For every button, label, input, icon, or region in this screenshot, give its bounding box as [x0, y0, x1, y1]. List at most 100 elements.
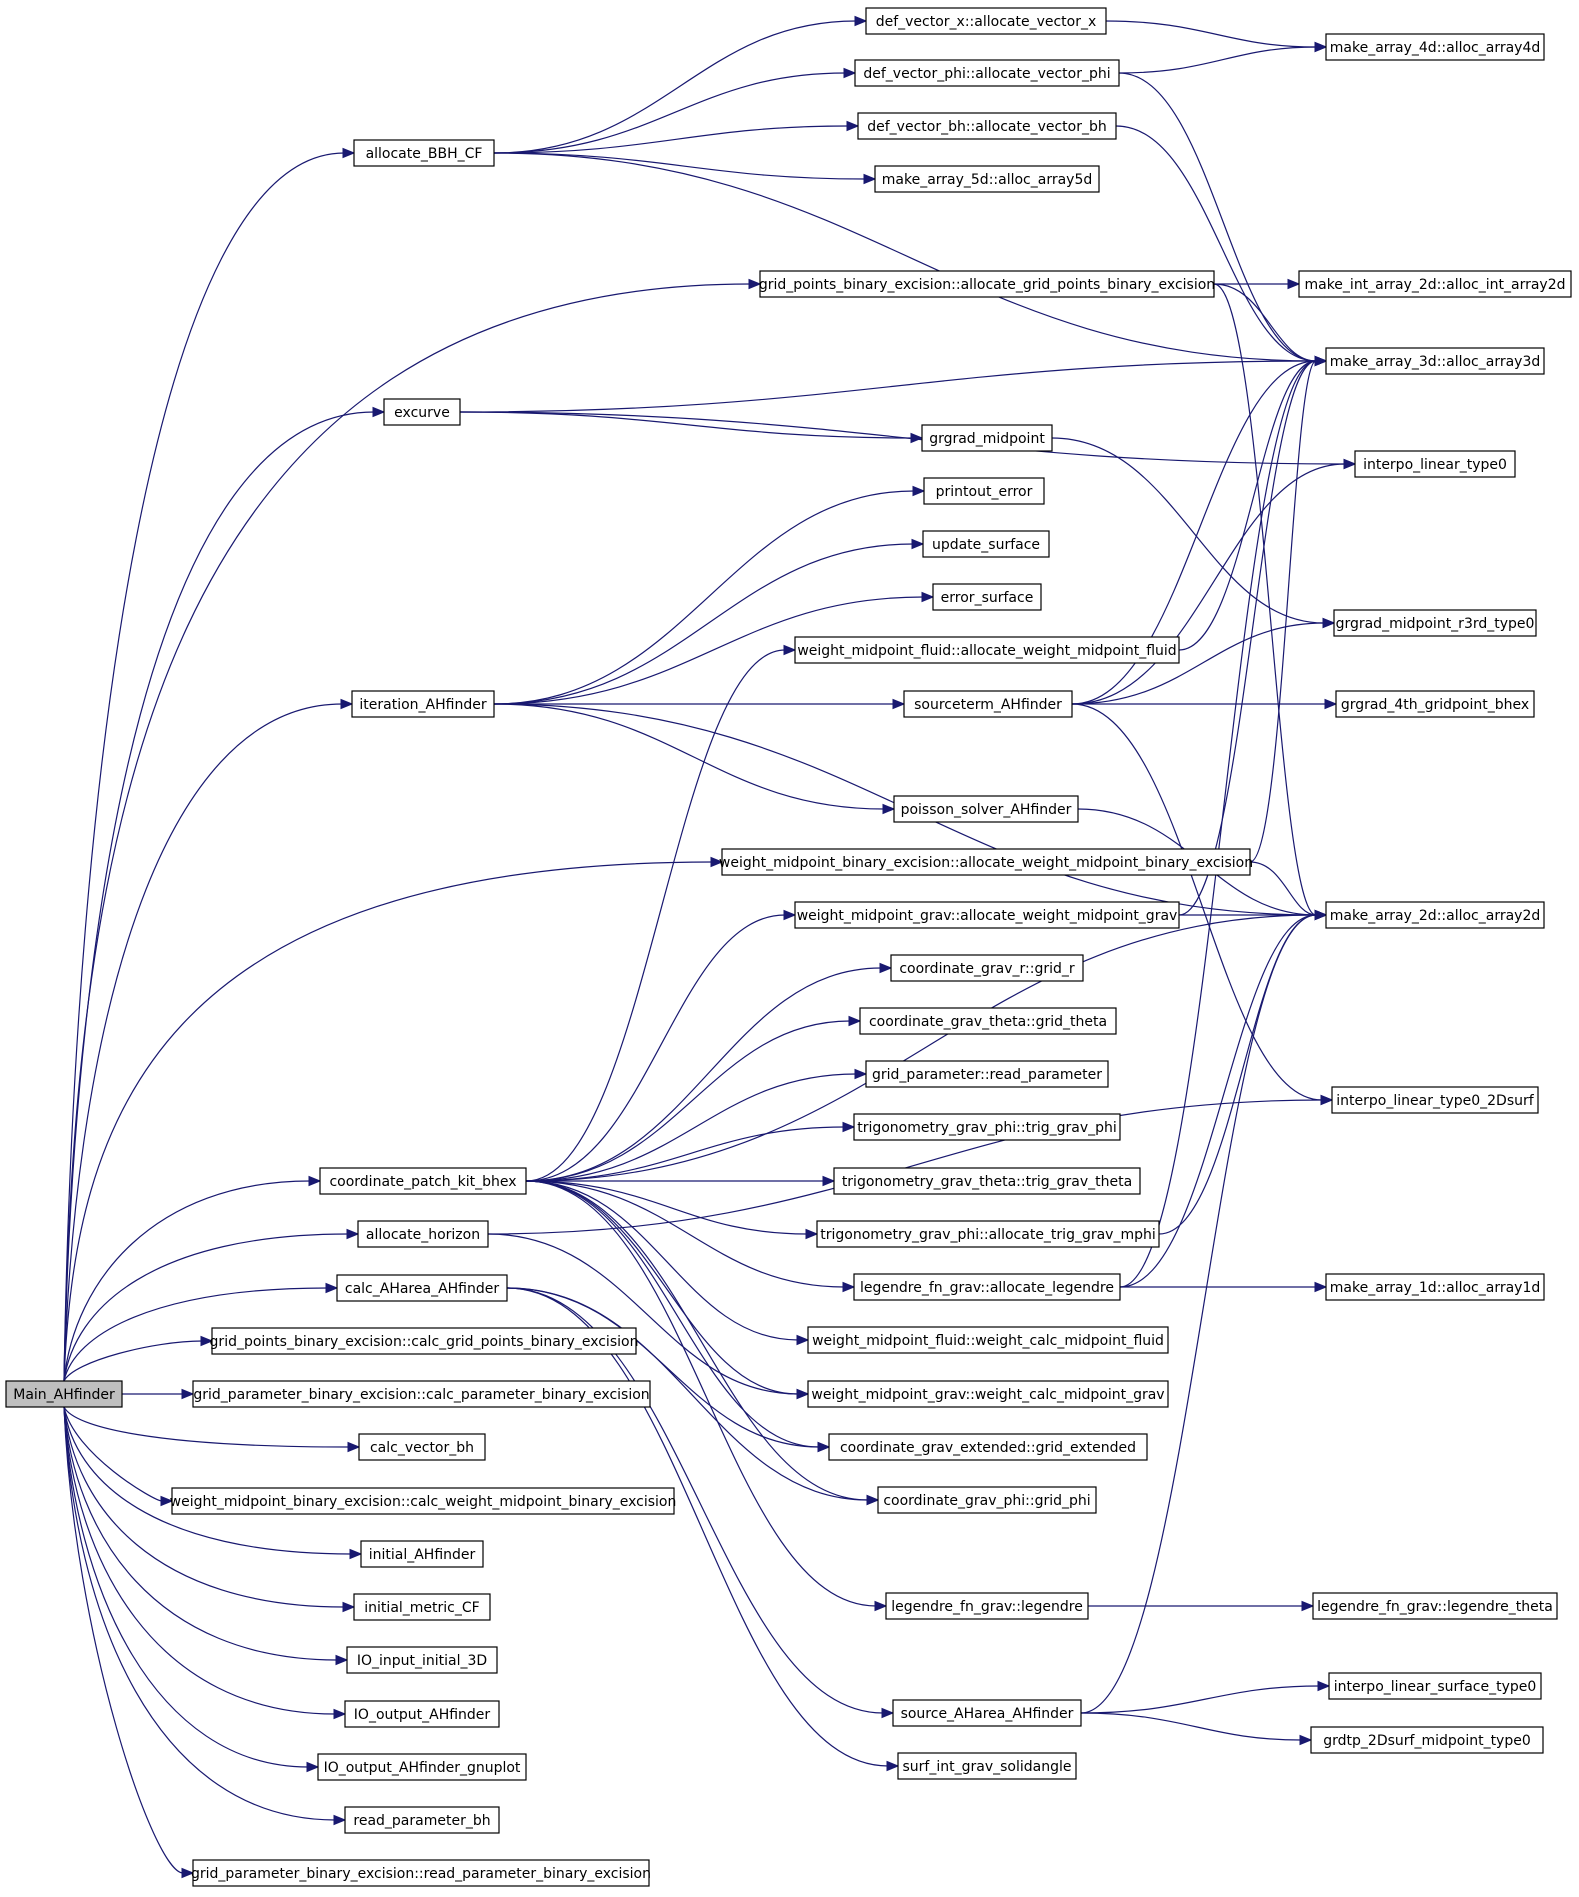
- call-edge-arrowhead: [805, 1228, 819, 1240]
- function-node-label: def_vector_phi::allocate_vector_phi: [863, 66, 1110, 82]
- function-node[interactable]: grid_parameter::read_parameter: [865, 1060, 1109, 1088]
- call-edge: [1249, 861, 1317, 916]
- function-node-label: IO_output_AHfinder_gnuplot: [324, 1760, 521, 1776]
- function-node-label: grdtp_2Dsurf_midpoint_type0: [1323, 1733, 1531, 1749]
- function-node[interactable]: grid_parameter_binary_excision::calc_par…: [192, 1380, 651, 1408]
- function-node[interactable]: weight_midpoint_grav::weight_calc_midpoi…: [807, 1380, 1169, 1408]
- function-node[interactable]: IO_output_AHfinder: [344, 1700, 500, 1728]
- function-node[interactable]: def_vector_bh::allocate_vector_bh: [857, 112, 1117, 140]
- function-node[interactable]: initial_metric_CF: [353, 1593, 491, 1621]
- function-node[interactable]: coordinate_grav_phi::grid_phi: [877, 1486, 1097, 1514]
- function-node[interactable]: make_array_2d::alloc_array2d: [1325, 901, 1545, 929]
- function-node[interactable]: allocate_BBH_CF: [353, 139, 495, 167]
- function-node[interactable]: read_parameter_bh: [344, 1806, 500, 1834]
- function-node[interactable]: grgrad_4th_gridpoint_bhex: [1335, 690, 1535, 718]
- function-node-label: interpo_linear_surface_type0: [1334, 1679, 1537, 1695]
- function-node[interactable]: poisson_solver_AHfinder: [893, 795, 1079, 823]
- function-node[interactable]: surf_int_grav_solidangle: [897, 1752, 1077, 1780]
- function-node[interactable]: excurve: [383, 398, 461, 426]
- function-node[interactable]: grid_points_binary_excision::calc_grid_p…: [210, 1327, 639, 1355]
- function-node[interactable]: weight_midpoint_binary_excision::calc_we…: [170, 1487, 677, 1515]
- function-node[interactable]: def_vector_phi::allocate_vector_phi: [854, 59, 1120, 87]
- function-node[interactable]: make_array_3d::alloc_array3d: [1325, 347, 1545, 375]
- call-edge-arrowhead: [1324, 698, 1338, 710]
- function-node-box: [807, 1326, 1169, 1354]
- function-node[interactable]: allocate_horizon: [357, 1220, 489, 1248]
- function-node[interactable]: grid_parameter_binary_excision::read_par…: [191, 1859, 651, 1887]
- function-node[interactable]: coordinate_grav_r::grid_r: [890, 954, 1084, 982]
- function-node[interactable]: coordinate_grav_theta::grid_theta: [859, 1007, 1117, 1035]
- function-node[interactable]: legendre_fn_grav::legendre_theta: [1312, 1592, 1558, 1620]
- function-node[interactable]: weight_midpoint_fluid::allocate_weight_m…: [794, 636, 1180, 664]
- function-node[interactable]: def_vector_x::allocate_vector_x: [865, 7, 1107, 35]
- function-node-box: [357, 1220, 489, 1248]
- function-node-label: make_array_3d::alloc_array3d: [1330, 354, 1541, 370]
- function-node[interactable]: weight_midpoint_fluid::weight_calc_midpo…: [807, 1326, 1169, 1354]
- function-node[interactable]: interpo_linear_surface_type0: [1328, 1672, 1542, 1700]
- function-node[interactable]: weight_midpoint_grav::allocate_weight_mi…: [794, 901, 1180, 929]
- function-node-label: make_int_array_2d::alloc_int_array2d: [1304, 277, 1565, 293]
- function-node[interactable]: trigonometry_grav_theta::trig_grav_theta: [833, 1167, 1141, 1195]
- function-node-label: Main_AHfinder: [13, 1387, 115, 1403]
- function-node-box: [1328, 1672, 1542, 1700]
- function-node[interactable]: calc_AHarea_AHfinder: [336, 1274, 508, 1302]
- function-node[interactable]: legendre_fn_grav::allocate_legendre: [853, 1273, 1121, 1301]
- function-node[interactable]: calc_vector_bh: [358, 1433, 486, 1461]
- function-node[interactable]: make_array_1d::alloc_array1d: [1325, 1273, 1545, 1301]
- call-edge: [1249, 360, 1317, 863]
- call-edge: [525, 1180, 877, 1607]
- function-node-box: [921, 424, 1053, 452]
- function-node[interactable]: interpo_linear_type0_2Dsurf: [1331, 1086, 1539, 1114]
- function-node[interactable]: grdtp_2Dsurf_midpoint_type0: [1310, 1726, 1544, 1754]
- call-edge-arrowhead: [200, 1335, 214, 1347]
- function-node[interactable]: update_surface: [922, 530, 1050, 558]
- call-edge: [493, 703, 885, 810]
- function-node[interactable]: weight_midpoint_binary_excision::allocat…: [719, 848, 1253, 876]
- function-node[interactable]: coordinate_patch_kit_bhex: [319, 1167, 527, 1195]
- call-edge: [63, 1287, 328, 1382]
- call-edge-arrowhead: [1314, 355, 1328, 367]
- function-node[interactable]: printout_error: [923, 477, 1045, 505]
- call-edge-arrowhead: [349, 1548, 363, 1560]
- function-node-box: [383, 398, 461, 426]
- call-edge: [506, 1287, 884, 1714]
- call-edge-arrowhead: [912, 485, 926, 497]
- function-node-box: [1354, 450, 1516, 478]
- function-node[interactable]: make_array_4d::alloc_array4d: [1325, 33, 1545, 61]
- root-function-node[interactable]: Main_AHfinder: [5, 1380, 123, 1408]
- function-node[interactable]: source_AHarea_AHfinder: [892, 1699, 1082, 1727]
- function-node[interactable]: IO_output_AHfinder_gnuplot: [317, 1753, 527, 1781]
- function-node-box: [877, 1486, 1097, 1514]
- function-node[interactable]: grid_points_binary_excision::allocate_gr…: [759, 270, 1215, 298]
- call-edge-arrowhead: [1322, 617, 1336, 629]
- function-node[interactable]: error_surface: [932, 583, 1042, 611]
- function-node[interactable]: make_array_5d::alloc_array5d: [874, 165, 1100, 193]
- call-edge: [525, 914, 786, 1182]
- function-node[interactable]: coordinate_grav_extended::grid_extended: [828, 1433, 1148, 1461]
- call-edge: [525, 967, 882, 1182]
- call-edge-arrowhead: [748, 278, 762, 290]
- call-edge: [63, 1406, 345, 1608]
- function-node-box: [854, 59, 1120, 87]
- function-node[interactable]: initial_AHfinder: [360, 1540, 484, 1568]
- function-node[interactable]: grgrad_midpoint: [921, 424, 1053, 452]
- function-node-label: coordinate_grav_theta::grid_theta: [869, 1014, 1107, 1030]
- function-node[interactable]: iteration_AHfinder: [351, 690, 495, 718]
- function-node[interactable]: make_int_array_2d::alloc_int_array2d: [1298, 270, 1572, 298]
- call-edge-arrowhead: [1299, 1734, 1313, 1746]
- function-node-label: error_surface: [941, 590, 1034, 606]
- function-node[interactable]: IO_input_initial_3D: [346, 1646, 498, 1674]
- function-node[interactable]: trigonometry_grav_phi::allocate_trig_gra…: [816, 1220, 1160, 1248]
- call-edge: [1119, 914, 1317, 1288]
- function-node[interactable]: grgrad_midpoint_r3rd_type0: [1333, 609, 1537, 637]
- function-node-label: weight_midpoint_grav::allocate_weight_mi…: [797, 908, 1178, 924]
- function-node-label: calc_vector_bh: [370, 1440, 474, 1456]
- function-node-label: read_parameter_bh: [353, 1813, 490, 1829]
- function-node[interactable]: interpo_linear_type0: [1354, 450, 1516, 478]
- function-node[interactable]: trigonometry_grav_phi::trig_grav_phi: [853, 1113, 1121, 1141]
- function-node[interactable]: legendre_fn_grav::legendre: [885, 1592, 1089, 1620]
- function-node-box: [1335, 690, 1535, 718]
- function-node[interactable]: sourceterm_AHfinder: [903, 690, 1073, 718]
- call-edge: [525, 1180, 799, 1341]
